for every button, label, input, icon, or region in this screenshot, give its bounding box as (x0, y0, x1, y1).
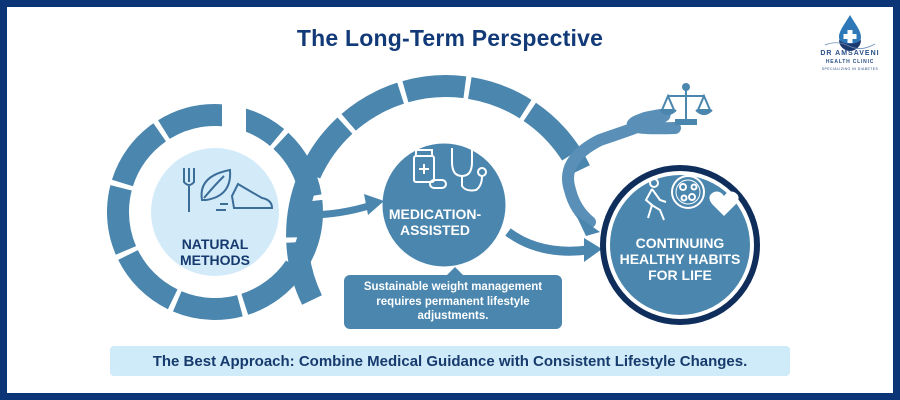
drop-cross-icon (824, 15, 876, 51)
fork-icon (183, 168, 195, 212)
healthy-food-plate-icon (671, 175, 705, 209)
leaf-icon (200, 168, 232, 201)
label-line: NATURAL (181, 236, 249, 252)
label-line: FOR LIFE (648, 267, 712, 284)
clinic-subname: HEALTH CLINIC (825, 59, 875, 65)
ring-gap (222, 104, 246, 136)
winding-path (562, 108, 681, 228)
continuing-circle (610, 175, 750, 315)
label-line: CONTINUING (635, 235, 725, 251)
heart-icon (709, 191, 739, 216)
capsule-icon (429, 179, 447, 189)
arrow-head (364, 194, 384, 215)
clinic-tagline: SPECIALIZING IN DIABETES (821, 67, 879, 71)
label-line: HEALTHY HABITS (619, 251, 741, 268)
approach-banner: The Best Approach: Combine Medical Guida… (110, 346, 790, 376)
arrow-head (576, 215, 600, 236)
medication-circle (379, 140, 509, 270)
balance-scale-icon (659, 83, 713, 125)
page-title: The Long-Term Perspective (296, 25, 604, 51)
label-line: MEDICATION- (388, 206, 482, 222)
arrow-natural-to-medication (289, 201, 374, 219)
walking-person-icon (644, 178, 667, 221)
medication-arc (286, 75, 590, 305)
natural-methods-label: NATURAL METHODS (160, 236, 270, 268)
running-shoe-icon (216, 182, 274, 211)
arrow-head (584, 238, 602, 262)
label-line: METHODS (180, 252, 250, 269)
label-line: ASSISTED (399, 222, 470, 239)
clinic-logo: DR AMSAVENI HEALTH CLINIC SPECIALIZING I… (815, 12, 885, 76)
callout-box: Sustainable weight management requires p… (344, 267, 562, 329)
arrow-medication-to-continuing (505, 228, 589, 256)
stethoscope-icon (451, 148, 487, 192)
medication-assisted-label: MEDICATION- ASSISTED (380, 206, 490, 238)
clinic-name: DR AMSAVENI (820, 50, 880, 57)
pill-bottle-icon (413, 149, 435, 183)
continuing-habits-label: CONTINUING HEALTHY HABITS FOR LIFE (610, 235, 750, 283)
